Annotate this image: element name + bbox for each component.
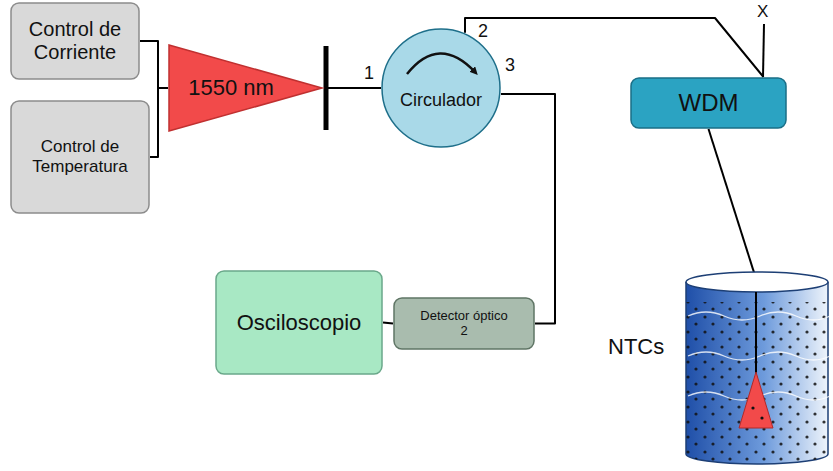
fiber-connector	[150, 88, 168, 157]
wave-line	[688, 312, 830, 320]
sample-label: NTCs	[608, 334, 664, 359]
fiber-connector	[709, 129, 758, 282]
wdm-box: WDM	[630, 77, 787, 129]
circulator-circle: Circulador	[381, 28, 501, 148]
port-number: 2	[478, 22, 488, 42]
liquid-body	[686, 282, 828, 464]
node-label: Osciloscopio	[237, 310, 362, 335]
wave-line	[688, 352, 830, 360]
sample-cylinder-outline	[684, 268, 830, 466]
oscilloscope-box: Osciloscopio	[215, 270, 383, 375]
circulation-arrow	[407, 53, 475, 74]
node-label: Circulador	[400, 90, 482, 111]
open-end-mark: X	[757, 3, 768, 22]
fiber-connector	[501, 94, 555, 324]
port-number: 1	[364, 64, 374, 84]
control-box: Control de Temperatura	[10, 100, 150, 214]
sample-cylinder: NTCs	[684, 268, 830, 466]
fiber-connector	[140, 41, 168, 88]
port-number: 3	[505, 56, 515, 76]
laser-triangle: 1550 nm	[168, 44, 324, 132]
control-box: Control de Corriente	[10, 2, 140, 80]
fiber-connector	[465, 18, 764, 77]
cylinder-rim	[686, 272, 828, 292]
fiber-tip-taper	[739, 372, 773, 428]
detector-box: Detector óptico 2	[393, 297, 535, 350]
node-label: WDM	[679, 89, 739, 117]
circulator-circle-outline	[381, 28, 501, 148]
node-label: Control de Corriente	[20, 18, 130, 64]
fiber-connector	[324, 87, 381, 89]
node-label: 1550 nm	[188, 75, 274, 100]
open-fiber-end	[763, 24, 764, 77]
fiber-connector	[383, 323, 393, 324]
node-label: Detector óptico 2	[419, 309, 509, 339]
node-label: Control de Temperatura	[18, 137, 143, 176]
fiber-in-sample	[755, 292, 757, 374]
